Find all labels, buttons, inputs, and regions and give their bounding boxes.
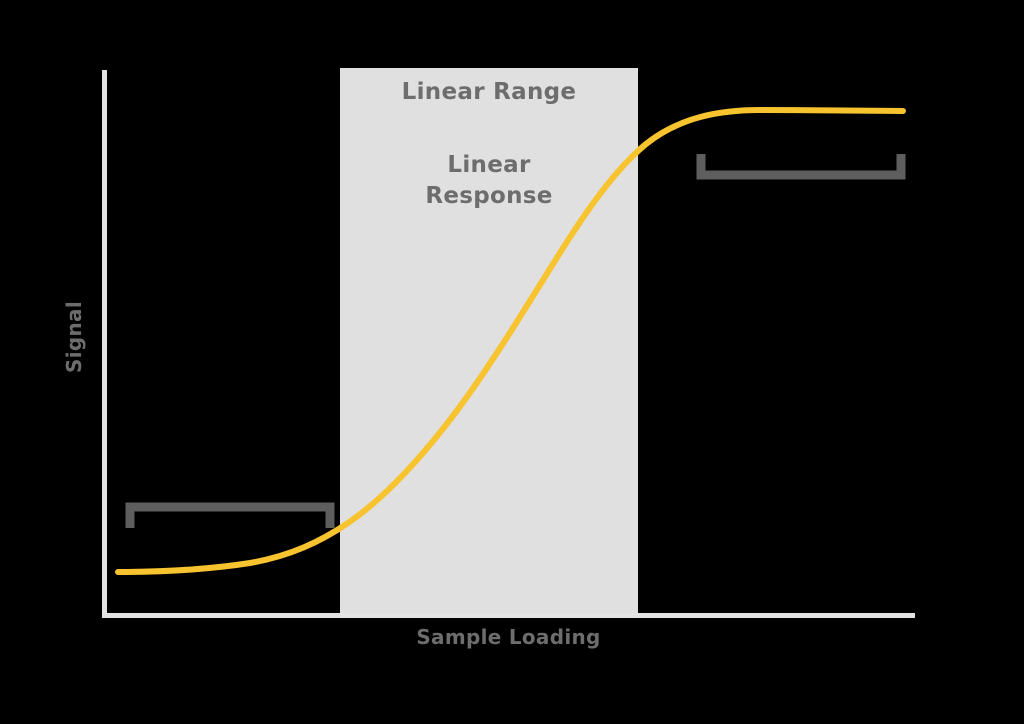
x-axis-label: Sample Loading <box>416 625 601 649</box>
lower-plateau-bracket <box>125 502 335 528</box>
y-axis-label: Signal <box>62 301 86 373</box>
y-axis-line <box>102 70 107 618</box>
linear-range-label: Linear Range <box>401 79 577 105</box>
linear-range-shaded-region <box>340 68 638 615</box>
dose-response-curve <box>115 107 906 575</box>
upper-plateau-bracket <box>696 154 906 180</box>
x-axis-line <box>102 613 915 618</box>
linear-response-label: Linear Response <box>425 152 553 209</box>
